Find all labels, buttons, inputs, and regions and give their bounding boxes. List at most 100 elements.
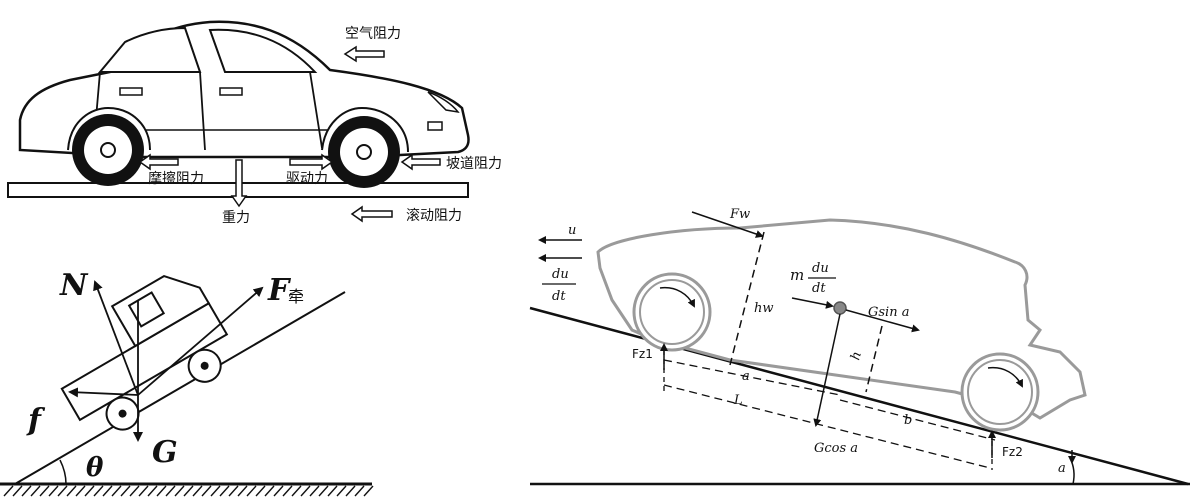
- hatch-mark: [309, 485, 320, 497]
- inertia-m-label: m: [790, 266, 804, 284]
- hatch-mark: [129, 485, 140, 497]
- hatch-mark: [75, 485, 86, 497]
- cart: [60, 274, 229, 431]
- center-of-gravity: [833, 301, 847, 315]
- incline-line: [14, 291, 346, 485]
- air-resistance-arrow: [343, 45, 385, 63]
- gravity-arrow: [230, 159, 248, 208]
- rear-reaction-label: Fz2: [1002, 445, 1023, 459]
- rolling-resistance-arrow: [350, 205, 393, 223]
- car-window-rear: [97, 26, 202, 73]
- driving-force-label: 驱动力: [286, 171, 328, 187]
- hatch-mark: [300, 485, 311, 497]
- hatch-mark: [264, 485, 275, 497]
- dim-b-line: [839, 399, 996, 441]
- slope-resistance-arrow: [400, 153, 441, 171]
- inertia-arrow: [791, 297, 834, 309]
- gcos-arrow: [813, 313, 841, 427]
- dim-L-line: [663, 384, 991, 469]
- accel-num-label: du: [552, 267, 569, 282]
- panel-slope-dynamics: Fw u du dt m du dt hw Gsin a h Fz1 Fz2 a…: [529, 207, 1190, 486]
- hatch-mark: [345, 485, 356, 497]
- gravity-label: 重力: [222, 210, 250, 226]
- friction-force-arrow: [68, 387, 139, 398]
- hatch-mark: [12, 485, 23, 497]
- friction-force-label: f: [26, 403, 46, 438]
- hatch-mark: [201, 485, 212, 497]
- hatch-mark: [30, 485, 41, 497]
- hatch-mark: [237, 485, 248, 497]
- hatch-mark: [102, 485, 113, 497]
- friction-label: 摩擦阻力: [148, 170, 204, 187]
- front-reaction-label: Fz1: [632, 347, 653, 361]
- wind-height-label: hw: [754, 301, 774, 316]
- hw-dashed-line: [729, 231, 765, 366]
- slope-resistance-label: 坡道阻力: [446, 156, 502, 172]
- hatch-mark: [210, 485, 221, 497]
- gsin-label: Gsin a: [868, 305, 909, 320]
- hatch-mark: [84, 485, 95, 497]
- hatch-mark: [228, 485, 239, 497]
- dim-a-line: [663, 359, 841, 396]
- hatch-mark: [156, 485, 167, 497]
- hatch-mark: [219, 485, 230, 497]
- velocity-label: u: [568, 223, 576, 238]
- hatch-mark: [147, 485, 158, 497]
- slope-line: [529, 306, 1189, 486]
- wind-force-arrow: [691, 211, 764, 238]
- slope-front-wheel: [632, 272, 712, 352]
- hatch-mark: [165, 485, 176, 497]
- hatch-mark: [363, 485, 374, 497]
- panel-incline-cart: N F 牵 f G θ: [0, 268, 374, 497]
- traction-subscript-label: 牵: [288, 287, 304, 306]
- slope-angle-label: a: [1058, 461, 1066, 476]
- hatch-mark: [192, 485, 203, 497]
- car-headlight: [427, 91, 460, 114]
- h-dashed-line: [865, 325, 883, 393]
- hatch-mark: [3, 485, 14, 497]
- cart-wheel-rear: [105, 396, 140, 431]
- hatch-mark: [66, 485, 77, 497]
- weight-label: G: [152, 435, 178, 470]
- dim-L-label: L: [733, 393, 743, 408]
- car-window-front: [208, 28, 318, 73]
- hatch-mark: [336, 485, 347, 497]
- cg-height-label: h: [848, 350, 865, 362]
- hatch-mark: [183, 485, 194, 497]
- hatch-mark: [93, 485, 104, 497]
- slope-rear-wheel: [960, 352, 1040, 432]
- rear-wheel: [72, 114, 144, 186]
- hatch-mark: [291, 485, 302, 497]
- hatch-mark: [48, 485, 59, 497]
- friction-arrow: [138, 153, 179, 171]
- dim-b-label: b: [904, 413, 912, 428]
- hatch-mark: [255, 485, 266, 497]
- car-handle-rear: [119, 87, 143, 96]
- traction-force-arrow: [137, 286, 264, 396]
- normal-force-arrow: [93, 280, 139, 396]
- inertia-num-label: du: [812, 261, 829, 276]
- inertia-den-label: dt: [812, 281, 826, 296]
- hatch-mark: [120, 485, 131, 497]
- ground-hatch: [3, 485, 374, 497]
- accel-den-label: dt: [552, 289, 566, 304]
- hatch-mark: [282, 485, 293, 497]
- angle-label: θ: [86, 453, 104, 483]
- hatch-mark: [174, 485, 185, 497]
- traction-force-label: F: [267, 273, 292, 308]
- hatch-mark: [327, 485, 338, 497]
- air-resistance-label: 空气阻力: [345, 26, 401, 42]
- hatch-mark: [318, 485, 329, 497]
- slope-car-body: [596, 218, 1087, 420]
- hatch-mark: [21, 485, 32, 497]
- hatch-mark: [39, 485, 50, 497]
- car-bumper-mark: [427, 121, 443, 131]
- hatch-mark: [57, 485, 68, 497]
- gsin-arrow: [845, 309, 920, 333]
- hatch-mark: [111, 485, 122, 497]
- normal-force-label: N: [59, 268, 89, 303]
- driving-force-arrow: [289, 153, 334, 171]
- car-handle-front: [219, 87, 243, 96]
- hatch-mark: [138, 485, 149, 497]
